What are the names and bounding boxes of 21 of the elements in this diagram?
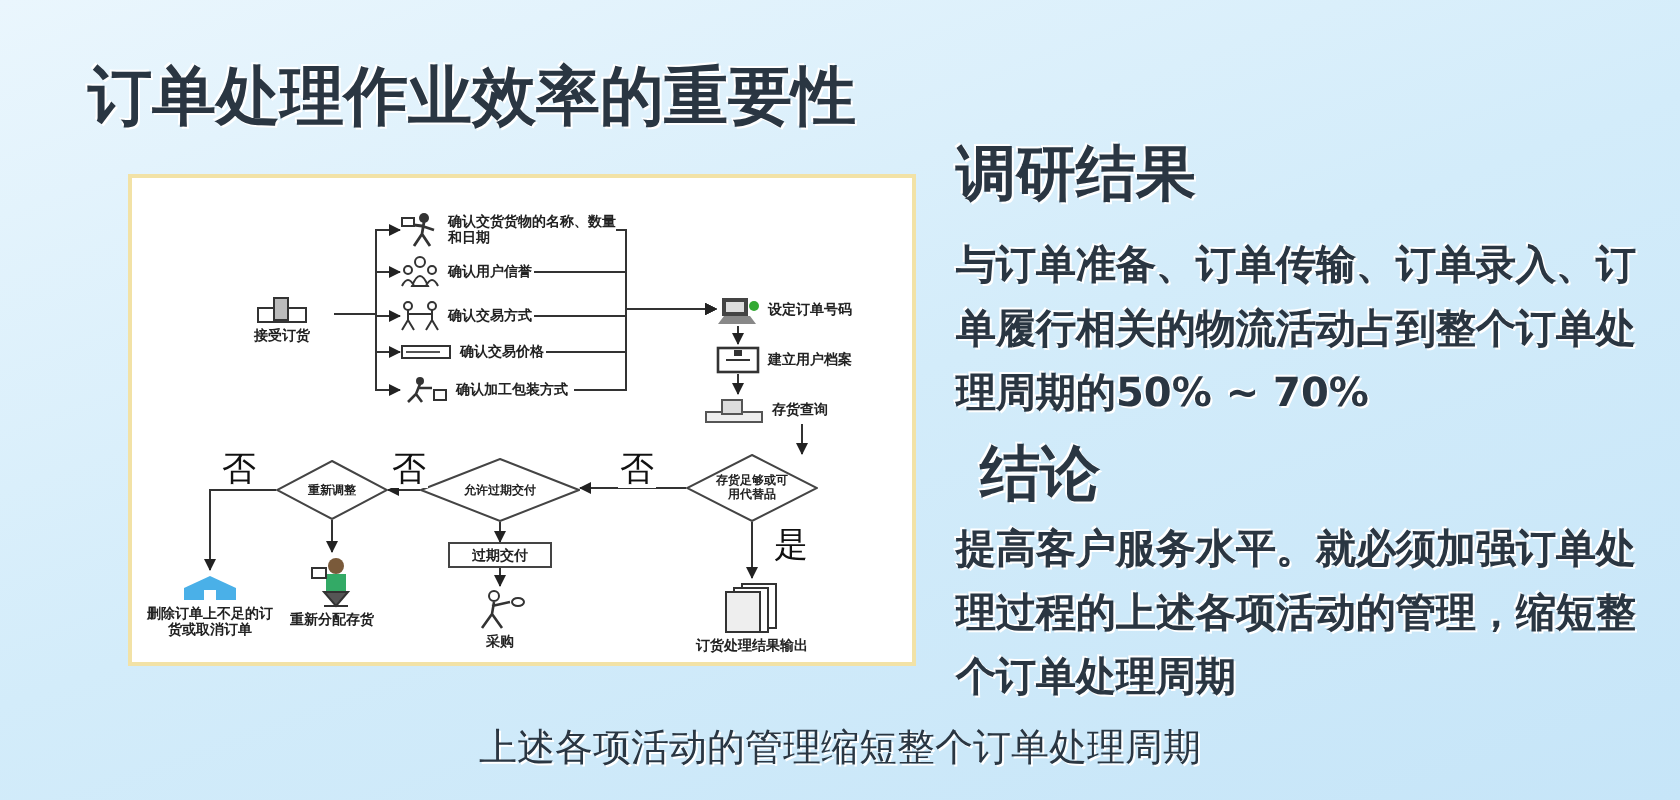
edge-label: 是 — [772, 528, 810, 564]
arrow — [387, 484, 421, 496]
arrow — [326, 519, 338, 553]
arrow — [746, 521, 758, 579]
arrow — [494, 567, 506, 587]
arrow — [494, 521, 506, 543]
arrow — [732, 373, 744, 395]
heading: 结论 — [980, 440, 1102, 512]
arrow — [796, 423, 808, 455]
caption: 上述各项活动的管理缩短整个订单处理周期 — [477, 724, 1203, 772]
edge-label: 否 — [390, 452, 428, 488]
arrow — [579, 482, 687, 494]
arrow — [204, 489, 277, 571]
title: 订单处理作业效率的重要性 — [88, 56, 856, 136]
edge-label: 否 — [618, 452, 656, 488]
paragraph: 与订单准备、订单传输、订单录入、订单履行相关的物流活动占到整个订单处理周期的50% ~ 70% — [956, 238, 1638, 420]
heading: 调研结果 — [956, 140, 1198, 212]
arrow — [732, 325, 744, 345]
arrow — [573, 303, 717, 391]
edge-label: 否 — [220, 452, 258, 488]
paragraph: 提高客户服务水平。就必须加强订单处理过程的上述各项活动的管理，缩短整个订单处理周期 — [956, 522, 1638, 704]
